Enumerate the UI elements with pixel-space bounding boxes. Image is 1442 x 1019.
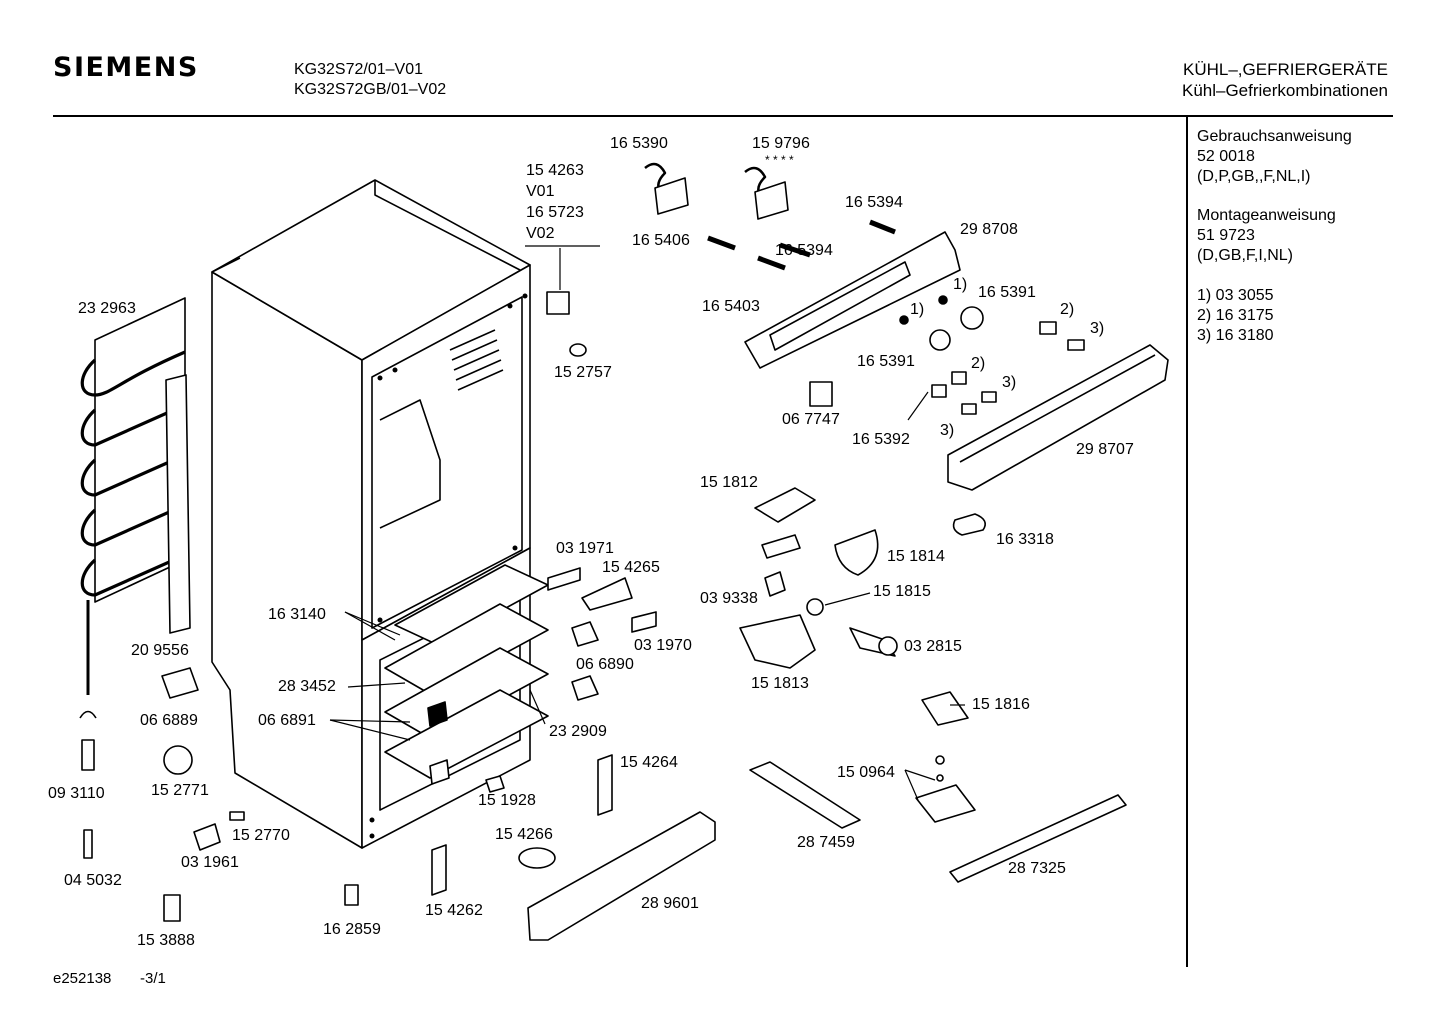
drain-channel xyxy=(166,375,190,633)
part-label: 16 2859 xyxy=(323,921,381,938)
part-label: 15 1815 xyxy=(873,583,931,600)
model-number-v02: KG32S72GB/01–V02 xyxy=(294,81,447,98)
trim-strips xyxy=(528,762,1126,940)
part-label: 29 8708 xyxy=(960,221,1018,238)
part-label: 03 9338 xyxy=(700,590,758,607)
part-label: 23 2963 xyxy=(78,300,136,317)
part-label: 15 2771 xyxy=(151,782,209,799)
part-label: 15 4264 xyxy=(620,754,678,771)
assembly-title: Montageanweisung xyxy=(1197,207,1336,224)
page-number: -3/1 xyxy=(140,970,166,987)
category-subtitle: Kühl–Gefrierkombinationen xyxy=(1181,81,1388,100)
assembly-number: 51 9723 xyxy=(1197,227,1255,244)
note-ref: 1) xyxy=(953,276,968,293)
assembly-languages: (D,GB,F,I,NL) xyxy=(1197,247,1294,264)
part-label: 03 2815 xyxy=(904,638,962,655)
note-2: 2) 16 3175 xyxy=(1197,307,1274,324)
part-label: 16 5406 xyxy=(632,232,690,249)
part-label: 28 7459 xyxy=(797,834,855,851)
part-label: 03 1971 xyxy=(556,540,614,557)
light-housing xyxy=(745,232,960,368)
header-divider xyxy=(53,115,1393,117)
part-label: 06 6889 xyxy=(140,712,198,729)
small-parts xyxy=(80,222,1084,921)
part-label: 16 5391 xyxy=(857,353,915,370)
part-label: 28 7325 xyxy=(1008,860,1066,877)
shelves xyxy=(385,565,548,784)
part-label: 29 8707 xyxy=(1076,441,1134,458)
part-label: 15 0964 xyxy=(837,764,895,781)
control-panel xyxy=(948,345,1168,490)
part-label: 23 2909 xyxy=(549,723,607,740)
manual-number: 52 0018 xyxy=(1197,148,1255,165)
part-label: 15 1816 xyxy=(972,696,1030,713)
part-label: 28 3452 xyxy=(278,678,336,695)
part-label-stars: * * * * xyxy=(765,153,794,167)
part-label: 16 5723 xyxy=(526,204,584,221)
note-ref: 3) xyxy=(1002,374,1017,391)
part-variant-label: V02 xyxy=(526,225,555,242)
part-label: 15 4266 xyxy=(495,826,553,843)
part-label: 15 3888 xyxy=(137,932,195,949)
part-label: 16 5392 xyxy=(852,431,910,448)
part-label: 15 4265 xyxy=(602,559,660,576)
note-ref: 3) xyxy=(1090,320,1105,337)
note-ref: 2) xyxy=(1060,301,1075,318)
part-label: 06 7747 xyxy=(782,411,840,428)
leader-lines xyxy=(330,246,965,800)
sidebar-divider xyxy=(1186,117,1188,967)
part-label: 15 1928 xyxy=(478,792,536,809)
part-label: 15 1813 xyxy=(751,675,809,692)
part-label: 16 5394 xyxy=(775,242,833,259)
part-label: 03 1970 xyxy=(634,637,692,654)
manual-title: Gebrauchsanweisung xyxy=(1197,128,1352,145)
part-label: 16 5391 xyxy=(978,284,1036,301)
part-label: 04 5032 xyxy=(64,872,122,889)
part-label: 15 1814 xyxy=(887,548,945,565)
note-3: 3) 16 3180 xyxy=(1197,327,1274,344)
part-label: 15 2757 xyxy=(554,364,612,381)
part-label: 03 1961 xyxy=(181,854,239,871)
part-label: 06 6891 xyxy=(258,712,316,729)
note-ref: 2) xyxy=(971,355,986,372)
part-label: 15 9796 xyxy=(752,135,810,152)
manual-languages: (D,P,GB,,F,NL,I) xyxy=(1197,168,1311,185)
part-label: 16 5403 xyxy=(702,298,760,315)
part-variant-label: V01 xyxy=(526,183,555,200)
model-number-v01: KG32S72/01–V01 xyxy=(294,61,423,78)
document-id: e252138 xyxy=(53,970,112,987)
part-label: 06 6890 xyxy=(576,656,634,673)
part-label: 15 2770 xyxy=(232,827,290,844)
part-label: 15 4262 xyxy=(425,902,483,919)
note-ref: 1) xyxy=(910,301,925,318)
part-label: 15 4263 xyxy=(526,162,584,179)
part-label: 20 9556 xyxy=(131,642,189,659)
note-1: 1) 03 3055 xyxy=(1197,287,1274,304)
part-label: 28 9601 xyxy=(641,895,699,912)
part-label: 16 5390 xyxy=(610,135,668,152)
part-label: 09 3110 xyxy=(48,785,105,802)
thermostats xyxy=(645,164,788,219)
part-label: 15 1812 xyxy=(700,474,758,491)
note-ref: 3) xyxy=(940,422,955,439)
part-label: 16 3318 xyxy=(996,531,1054,548)
part-label: 16 5394 xyxy=(845,194,903,211)
part-label: 16 3140 xyxy=(268,606,326,623)
category-title: KÜHL–,GEFRIERGERÄTE xyxy=(1183,60,1388,79)
brand-logo: SIEMENS xyxy=(53,52,199,83)
